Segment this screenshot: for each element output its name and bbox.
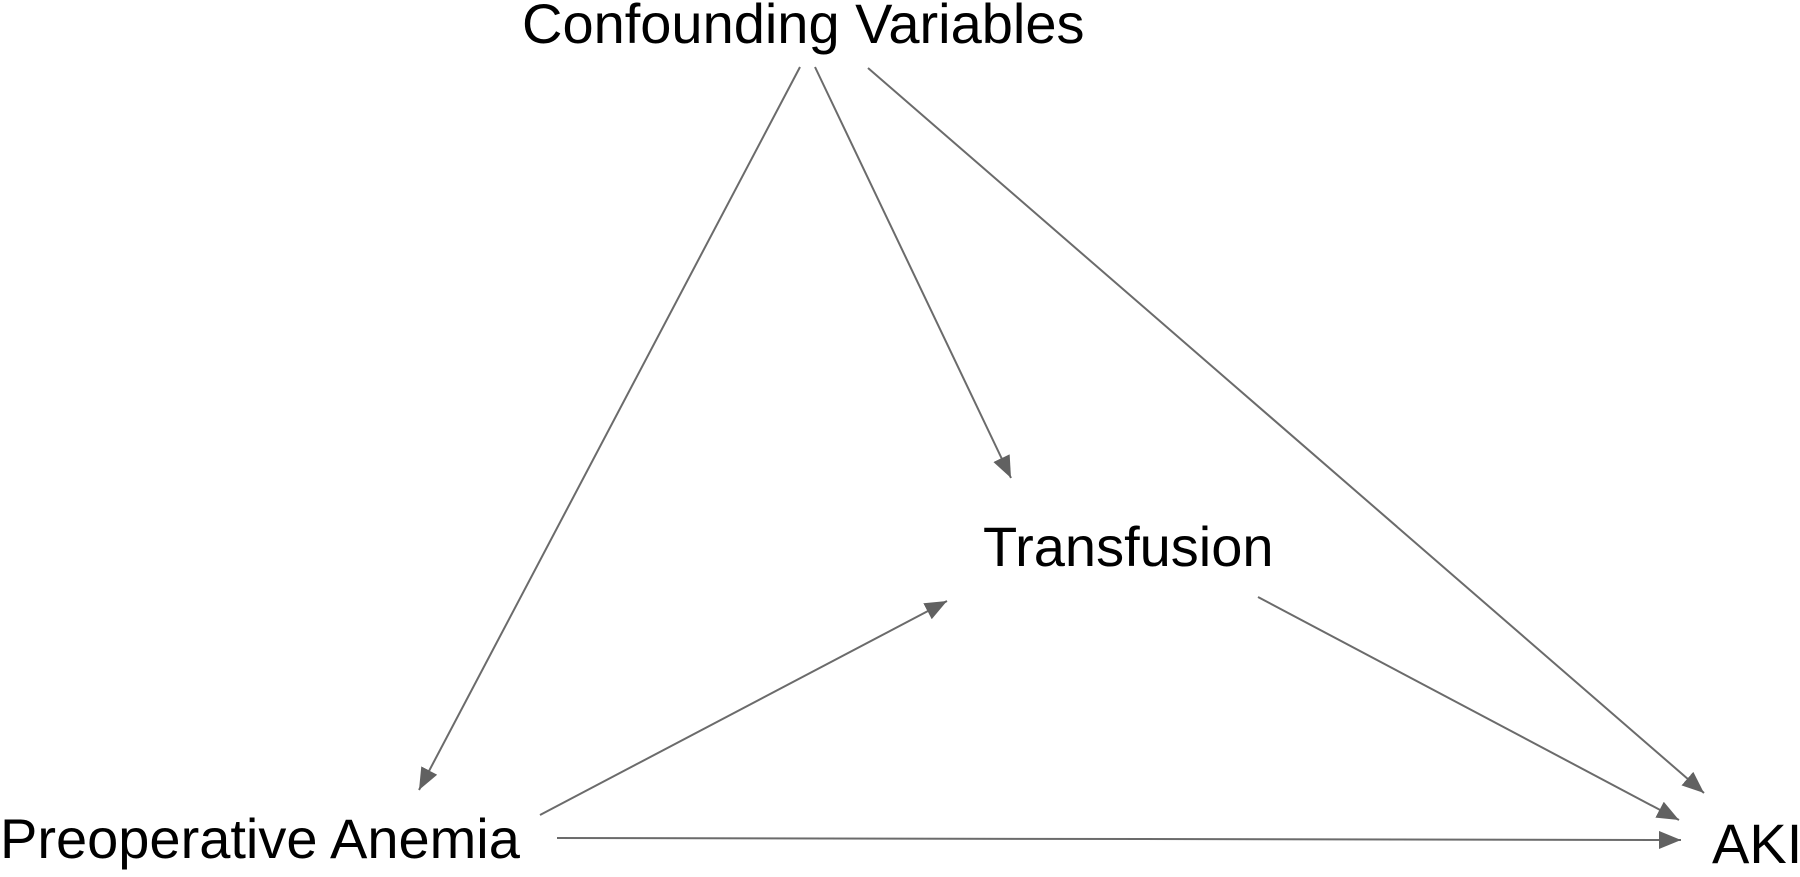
edge-transfusion-to-aki <box>1257 596 1680 821</box>
edge-preoperative_anemia-to-aki <box>556 830 1682 849</box>
node-preoperative-anemia: Preoperative Anemia <box>0 807 520 870</box>
edges-group <box>418 66 1705 849</box>
node-confounding-variables: Confounding Variables <box>522 0 1085 55</box>
edge-preoperative_anemia-to-transfusion <box>539 600 948 816</box>
edge-confounding_variables-to-transfusion <box>814 66 1012 479</box>
edge-confounding_variables-to-aki <box>867 67 1705 794</box>
node-transfusion: Transfusion <box>983 515 1274 578</box>
edge-confounding_variables-to-preoperative_anemia <box>418 66 801 791</box>
node-aki: AKI <box>1712 812 1800 875</box>
